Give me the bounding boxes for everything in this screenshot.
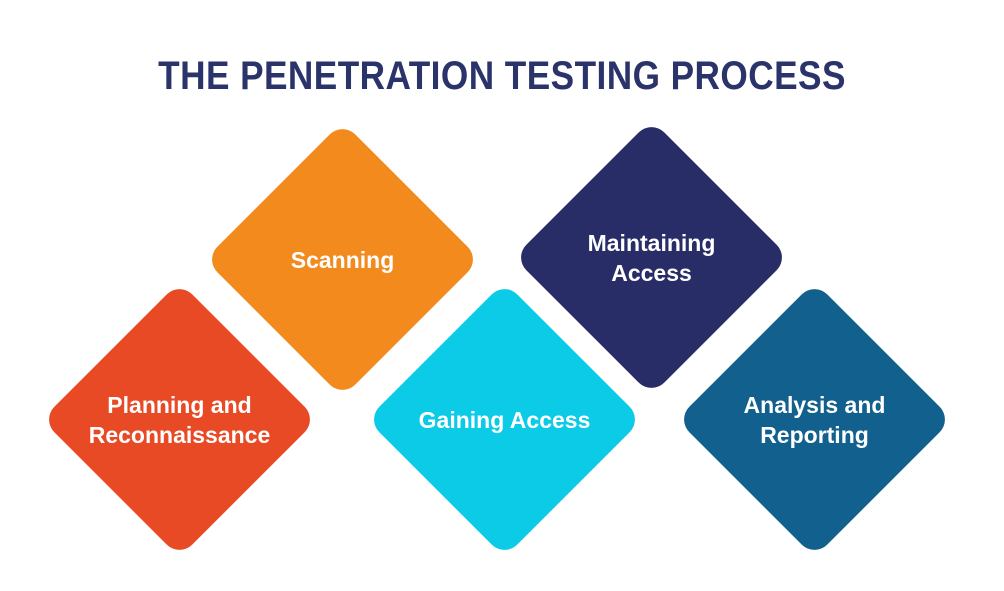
- step-label-scanning: Scanning: [290, 246, 395, 273]
- step-label-maintaining-access: Maintaining Access: [587, 229, 716, 286]
- page-title: THE PENETRATION TESTING PROCESS: [158, 53, 846, 98]
- step-label-analysis-and-reporting: Analysis and Reporting: [743, 391, 886, 448]
- step-label-planning-and-reconnaissance: Planning and Reconnaissance: [88, 391, 271, 448]
- step-label-gaining-access: Gaining Access: [418, 406, 591, 433]
